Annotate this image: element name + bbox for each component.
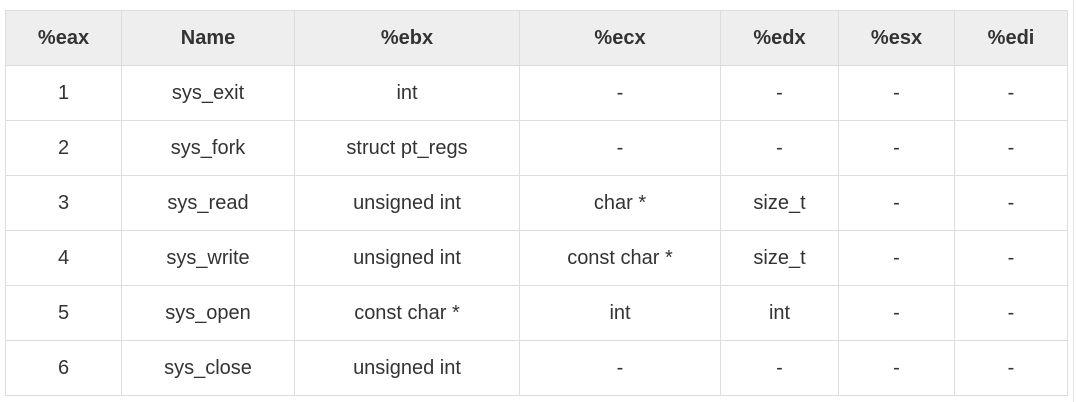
syscall-table-container: %eax Name %ebx %ecx %edx %esx %edi 1 sys… <box>5 10 1068 396</box>
cell-ebx: unsigned int <box>294 230 520 286</box>
cell-edx: size_t <box>720 230 839 286</box>
header-esx: %esx <box>838 10 955 66</box>
cell-eax: 3 <box>5 175 122 231</box>
cell-edi: - <box>954 340 1068 396</box>
cell-eax: 2 <box>5 120 122 176</box>
cell-ecx: const char * <box>519 230 721 286</box>
table-row: 6 sys_close unsigned int - - - - <box>5 340 1068 396</box>
table-row: 3 sys_read unsigned int char * size_t - … <box>5 175 1068 231</box>
cell-name: sys_open <box>121 285 295 341</box>
cell-edi: - <box>954 285 1068 341</box>
cell-edx: - <box>720 65 839 121</box>
cell-edi: - <box>954 65 1068 121</box>
cell-ebx: unsigned int <box>294 175 520 231</box>
cell-esx: - <box>838 175 955 231</box>
cell-name: sys_exit <box>121 65 295 121</box>
cell-ebx: int <box>294 65 520 121</box>
cell-esx: - <box>838 230 955 286</box>
cell-esx: - <box>838 285 955 341</box>
header-edx: %edx <box>720 10 839 66</box>
header-eax: %eax <box>5 10 122 66</box>
cell-ecx: - <box>519 65 721 121</box>
cell-edx: size_t <box>720 175 839 231</box>
cell-eax: 1 <box>5 65 122 121</box>
syscall-table: %eax Name %ebx %ecx %edx %esx %edi 1 sys… <box>5 10 1068 396</box>
table-row: 4 sys_write unsigned int const char * si… <box>5 230 1068 286</box>
header-ebx: %ebx <box>294 10 520 66</box>
cell-edx: int <box>720 285 839 341</box>
cell-name: sys_write <box>121 230 295 286</box>
cell-name: sys_read <box>121 175 295 231</box>
cell-edx: - <box>720 120 839 176</box>
cell-eax: 6 <box>5 340 122 396</box>
cell-ebx: const char * <box>294 285 520 341</box>
cell-edx: - <box>720 340 839 396</box>
cell-ebx: unsigned int <box>294 340 520 396</box>
table-row: 2 sys_fork struct pt_regs - - - - <box>5 120 1068 176</box>
cell-esx: - <box>838 65 955 121</box>
table-body: 1 sys_exit int - - - - 2 sys_fork struct… <box>5 65 1068 396</box>
cell-eax: 4 <box>5 230 122 286</box>
cell-name: sys_fork <box>121 120 295 176</box>
table-row: 5 sys_open const char * int int - - <box>5 285 1068 341</box>
cell-esx: - <box>838 340 955 396</box>
header-name: Name <box>121 10 295 66</box>
cell-eax: 5 <box>5 285 122 341</box>
cell-ecx: int <box>519 285 721 341</box>
cell-ebx: struct pt_regs <box>294 120 520 176</box>
header-edi: %edi <box>954 10 1068 66</box>
cell-ecx: - <box>519 120 721 176</box>
cell-ecx: char * <box>519 175 721 231</box>
cell-name: sys_close <box>121 340 295 396</box>
cell-edi: - <box>954 175 1068 231</box>
header-ecx: %ecx <box>519 10 721 66</box>
cell-ecx: - <box>519 340 721 396</box>
cell-edi: - <box>954 120 1068 176</box>
cell-esx: - <box>838 120 955 176</box>
table-row: 1 sys_exit int - - - - <box>5 65 1068 121</box>
page-right-divider <box>1073 0 1074 402</box>
header-row: %eax Name %ebx %ecx %edx %esx %edi <box>5 10 1068 66</box>
table-header: %eax Name %ebx %ecx %edx %esx %edi <box>5 10 1068 66</box>
cell-edi: - <box>954 230 1068 286</box>
